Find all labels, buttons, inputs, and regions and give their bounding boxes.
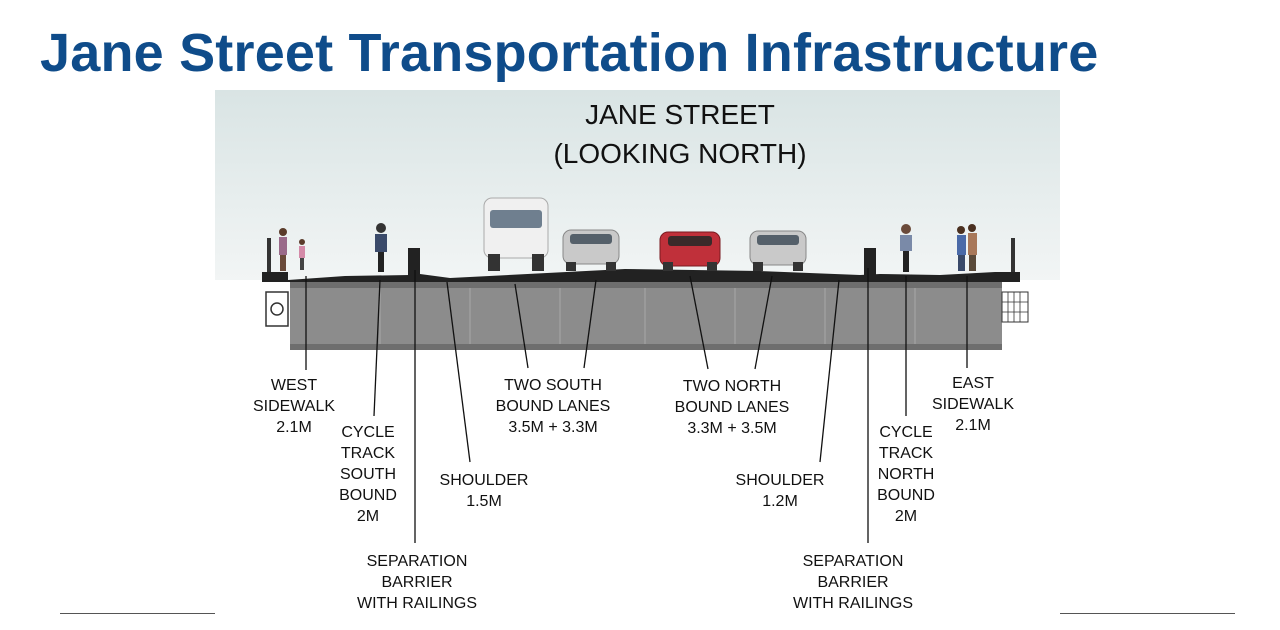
label-shoulder-east: SHOULDER 1.2M (736, 472, 825, 510)
footer-rule-left (60, 613, 215, 614)
svg-text:BARRIER: BARRIER (381, 574, 452, 591)
silver-car-south (562, 229, 620, 271)
sky-background (215, 90, 1060, 280)
svg-text:BARRIER: BARRIER (817, 574, 888, 591)
label-cycle-south: CYCLE TRACK SOUTH BOUND 2M (339, 424, 397, 525)
svg-text:SHOULDER: SHOULDER (736, 472, 825, 489)
page-title: Jane Street Transportation Infrastructur… (40, 23, 1099, 83)
svg-text:SEPARATION: SEPARATION (803, 553, 904, 570)
svg-text:TWO NORTH: TWO NORTH (683, 378, 781, 395)
label-barrier-east: SEPARATION BARRIER WITH RAILINGS (793, 553, 913, 612)
van (483, 197, 549, 271)
label-north-lanes: TWO NORTH BOUND LANES 3.3M + 3.5M (675, 378, 790, 437)
pedestrians-east (957, 224, 977, 271)
label-cycle-north: CYCLE TRACK NORTH BOUND 2M (877, 424, 935, 525)
svg-text:CYCLE: CYCLE (341, 424, 394, 441)
svg-text:WITH RAILINGS: WITH RAILINGS (357, 595, 477, 612)
leader-south-lane-2 (583, 279, 597, 369)
leader-shoulder-west (446, 281, 471, 463)
leader-north-lane-1 (689, 275, 709, 370)
svg-text:CYCLE: CYCLE (879, 424, 932, 441)
svg-text:3.3M + 3.5M: 3.3M + 3.5M (687, 420, 776, 437)
svg-text:2M: 2M (357, 508, 379, 525)
diagram-heading-line2: (LOOKING NORTH) (553, 138, 806, 169)
svg-text:WEST: WEST (271, 377, 317, 394)
label-south-lanes: TWO SOUTH BOUND LANES 3.5M + 3.3M (496, 377, 611, 436)
label-west-sidewalk: WEST SIDEWALK 2.1M (253, 377, 335, 436)
svg-text:1.5M: 1.5M (466, 493, 502, 510)
svg-text:TRACK: TRACK (341, 445, 396, 462)
svg-text:SOUTH: SOUTH (340, 466, 396, 483)
svg-text:BOUND: BOUND (339, 487, 397, 504)
svg-text:WITH RAILINGS: WITH RAILINGS (793, 595, 913, 612)
label-shoulder-west: SHOULDER 1.5M (440, 472, 529, 510)
leader-north-lane-2 (754, 275, 773, 370)
svg-text:EAST: EAST (952, 375, 994, 392)
red-car (659, 231, 721, 271)
svg-text:TRACK: TRACK (879, 445, 934, 462)
svg-text:2.1M: 2.1M (955, 417, 991, 434)
bridge-deck (262, 238, 1029, 350)
cyclist-north (900, 224, 912, 272)
svg-text:2M: 2M (895, 508, 917, 525)
silver-car-north (749, 230, 807, 271)
svg-text:BOUND LANES: BOUND LANES (496, 398, 611, 415)
svg-text:SHOULDER: SHOULDER (440, 472, 529, 489)
svg-text:3.5M + 3.3M: 3.5M + 3.3M (508, 419, 597, 436)
label-barrier-west: SEPARATION BARRIER WITH RAILINGS (357, 553, 477, 612)
leader-south-lane-1 (514, 283, 529, 369)
svg-text:TWO SOUTH: TWO SOUTH (504, 377, 602, 394)
leader-cycle-south (373, 279, 381, 417)
diagram-heading-line1: JANE STREET (585, 99, 775, 130)
svg-text:BOUND: BOUND (877, 487, 935, 504)
svg-text:BOUND LANES: BOUND LANES (675, 399, 790, 416)
svg-text:SEPARATION: SEPARATION (367, 553, 468, 570)
cyclist-south (375, 223, 387, 272)
svg-text:SIDEWALK: SIDEWALK (253, 398, 335, 415)
svg-text:NORTH: NORTH (878, 466, 935, 483)
svg-text:SIDEWALK: SIDEWALK (932, 396, 1014, 413)
footer-rule-right (1060, 613, 1235, 614)
label-east-sidewalk: EAST SIDEWALK 2.1M (932, 375, 1014, 434)
leader-shoulder-east (819, 279, 840, 463)
pedestrians-west (279, 228, 305, 271)
svg-text:1.2M: 1.2M (762, 493, 798, 510)
leader-lines (305, 268, 968, 543)
svg-text:2.1M: 2.1M (276, 419, 312, 436)
